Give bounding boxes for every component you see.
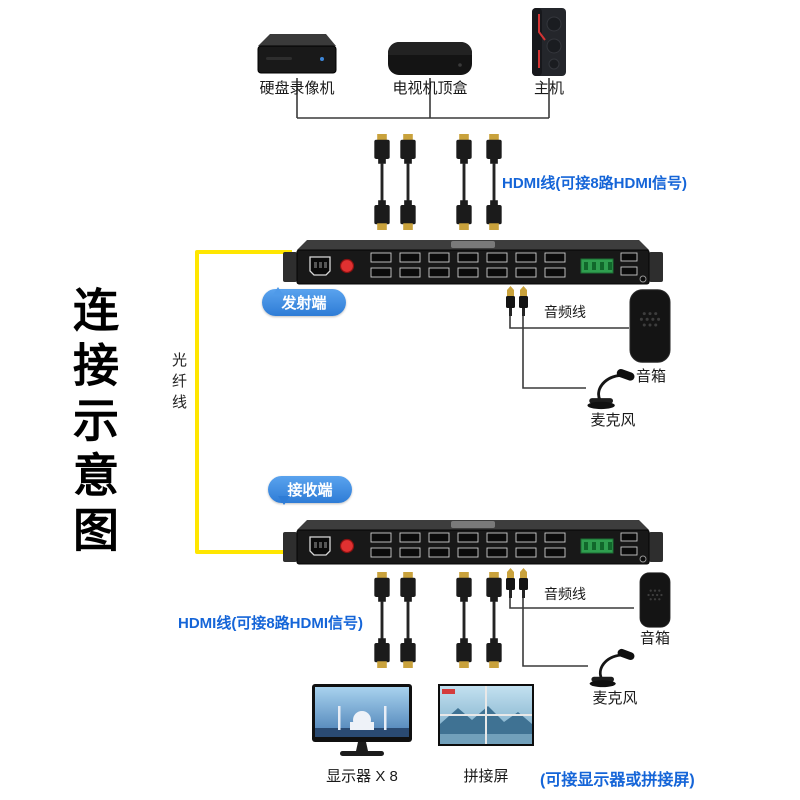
hdmi-cable-icon	[452, 572, 476, 668]
video-wall-icon	[438, 684, 534, 748]
speaker-icon	[634, 572, 676, 628]
hdmi-cable-icon	[370, 134, 394, 230]
audio-plug-icon	[517, 568, 530, 598]
hdmi-cable-icon	[396, 572, 420, 668]
transmitter-rack-icon	[283, 238, 663, 290]
set-top-box-label: 电视机顶盒	[392, 80, 468, 97]
monitor-icon	[312, 684, 412, 762]
audio-cable-label-bottom: 音频线	[544, 586, 586, 602]
display-note: (可接显示器或拼接屏)	[540, 772, 695, 789]
speaker-label-bottom: 音箱	[639, 630, 670, 647]
set-top-box-icon	[386, 38, 474, 78]
hdmi-note-top: HDMI线(可接8路HDMI信号)	[502, 175, 687, 192]
hdmi-note-bottom: HDMI线(可接8路HDMI信号)	[178, 615, 363, 632]
transmitter-badge: 发射端	[262, 287, 346, 316]
microphone-icon	[586, 648, 642, 688]
microphone-label-top: 麦克风	[590, 412, 636, 429]
dvr-label: 硬盘录像机	[259, 80, 335, 97]
microphone-icon	[584, 368, 642, 410]
monitor-label: 显示器 X 8	[326, 768, 398, 785]
speaker-label-top: 音箱	[635, 368, 666, 385]
microphone-label-bottom: 麦克风	[592, 690, 638, 707]
receiver-badge: 接收端	[268, 476, 352, 505]
receiver-rack-icon	[283, 518, 663, 570]
host-pc-label: 主机	[533, 80, 564, 97]
dvr-icon	[256, 30, 338, 78]
hdmi-cable-icon	[370, 572, 394, 668]
audio-plug-icon	[504, 286, 517, 316]
hdmi-cable-icon	[396, 134, 420, 230]
host-pc-icon	[527, 6, 571, 78]
video-wall-label: 拼接屏	[463, 768, 509, 785]
hdmi-cable-icon	[482, 572, 506, 668]
audio-cable-label-top: 音频线	[544, 304, 586, 320]
page-title: 连接示意图	[67, 286, 119, 561]
audio-plug-icon	[517, 286, 530, 316]
fiber-cable-label: 光纤线	[170, 352, 187, 415]
fiber-cable-line	[195, 250, 292, 554]
hdmi-cable-icon	[452, 134, 476, 230]
speaker-icon	[629, 288, 671, 364]
